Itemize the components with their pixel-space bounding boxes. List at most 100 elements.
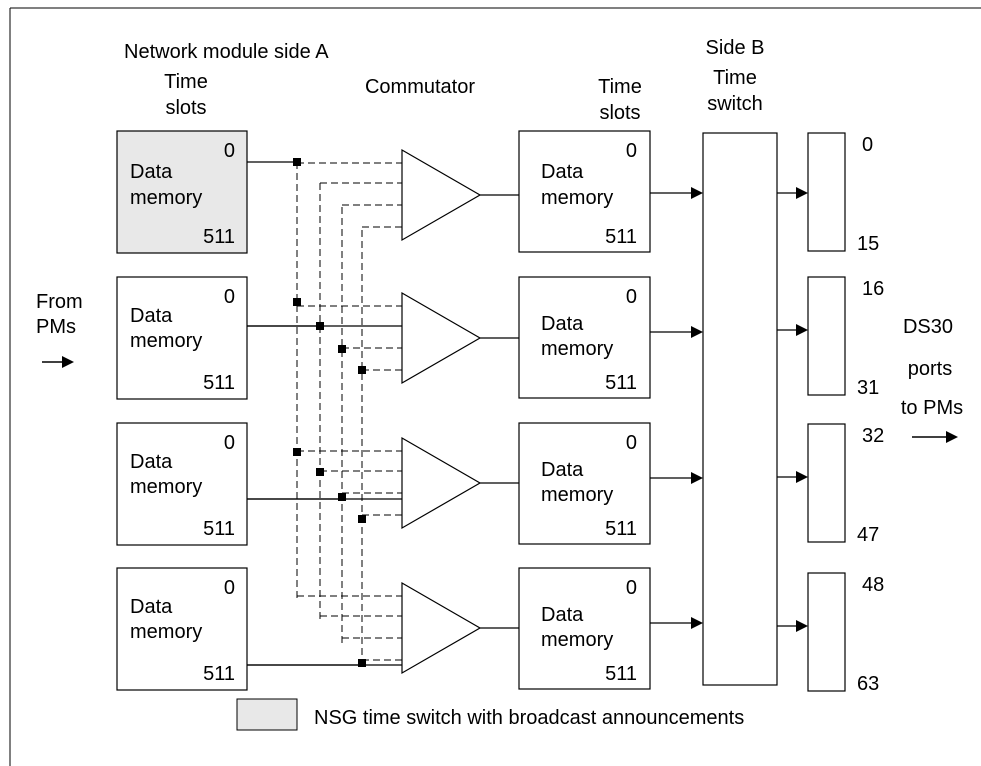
memory-rect (116, 567, 248, 691)
port-rect (807, 572, 846, 692)
slot-first-label: 0 (626, 140, 637, 162)
junction-dot (358, 659, 366, 667)
commutators (401, 148, 519, 675)
junction-dot (358, 366, 366, 374)
commutator-triangle (401, 291, 519, 385)
time-slots-b-label-2: slots (599, 102, 640, 124)
port-last-label: 47 (857, 524, 879, 546)
memory-label-line1: Data (541, 161, 584, 183)
b-output-arrowhead (691, 187, 703, 199)
commutator-triangle (401, 581, 519, 675)
legend-text: NSG time switch with broadcast announcem… (314, 707, 744, 729)
slot-last-label: 511 (203, 663, 235, 685)
slot-last-label: 511 (203, 226, 235, 248)
ds30-port-group: 015 (777, 132, 879, 255)
memory-rect (518, 130, 651, 253)
time-switch-label-2: switch (707, 93, 763, 115)
ds30-port-group: 32 47 (777, 423, 884, 546)
memory-rect (116, 276, 248, 400)
port-first-label: 32 (862, 425, 884, 447)
memory-label-line1: Data (130, 451, 173, 473)
junction-dot (293, 448, 301, 456)
port-last-label: 31 (857, 377, 879, 399)
side-a-memories: 0Datamemory5110Datamemory5110Datamemory5… (116, 130, 248, 691)
slot-first-label: 0 (224, 140, 235, 162)
memory-rect (518, 422, 651, 545)
ds30-label-2: ports (908, 358, 952, 380)
memory-label-line2: memory (541, 338, 613, 360)
memory-label-line1: Data (541, 459, 584, 481)
side-a-title: Network module side A (124, 41, 329, 63)
memory-label-line1: Data (130, 596, 173, 618)
slot-first-label: 0 (224, 577, 235, 599)
memory-label-line2: memory (130, 330, 202, 352)
commutator-shape (401, 581, 482, 675)
memory-rect (116, 422, 248, 546)
memory-label-line2: memory (130, 476, 202, 498)
to-pms-arrow-head (946, 431, 958, 443)
memory-label-line1: Data (130, 305, 173, 327)
junction-dot (358, 515, 366, 523)
switch-to-port-arrowhead (796, 324, 808, 336)
b-output-arrowhead (691, 617, 703, 629)
ds30-label-1: DS30 (903, 316, 953, 338)
port-first-label: 48 (862, 574, 884, 596)
commutator-triangle (401, 436, 519, 530)
from-pms-label-2: PMs (36, 316, 76, 338)
side-b-title: Side B (706, 37, 765, 59)
memory-label-line1: Data (130, 161, 173, 183)
junction-dot (316, 322, 324, 330)
legend-swatch (236, 698, 298, 731)
commutator-label: Commutator (365, 76, 475, 98)
slot-last-label: 511 (605, 372, 637, 394)
b-output-arrowhead (691, 472, 703, 484)
time-slots-a-label-1: Time (164, 71, 208, 93)
ds30-label-3: to PMs (901, 397, 963, 419)
junction-dot (293, 158, 301, 166)
slot-first-label: 0 (626, 286, 637, 308)
memory-label-line2: memory (130, 187, 202, 209)
junction-dot (293, 298, 301, 306)
commutator-shape (401, 148, 482, 242)
commutator-wiring (247, 161, 402, 666)
junction-dots (293, 158, 366, 667)
commutator-triangle (401, 148, 519, 242)
junction-dot (316, 468, 324, 476)
slot-first-label: 0 (224, 432, 235, 454)
memory-label-line1: Data (541, 313, 584, 335)
memory-rect (518, 567, 651, 690)
slot-first-label: 0 (626, 577, 637, 599)
switch-to-port-arrowhead (796, 471, 808, 483)
port-rect (807, 132, 846, 252)
slot-last-label: 511 (605, 663, 637, 685)
memory-label-line2: memory (541, 484, 613, 506)
junction-dot (338, 493, 346, 501)
time-slots-b-label-1: Time (598, 76, 642, 98)
commutator-shape (401, 436, 482, 530)
memory-label-line2: memory (541, 629, 613, 651)
slot-last-label: 511 (203, 372, 235, 394)
port-rect (807, 276, 846, 396)
port-rect (807, 423, 846, 543)
time-switch-label-1: Time (713, 67, 757, 89)
from-pms-arrow-head (62, 356, 74, 368)
port-first-label: 0 (862, 134, 873, 156)
memory-label-line2: memory (130, 621, 202, 643)
slot-first-label: 0 (626, 432, 637, 454)
commutator-shape (401, 291, 482, 385)
slot-first-label: 0 (224, 286, 235, 308)
memory-label-line1: Data (541, 604, 584, 626)
switch-to-port-arrowhead (796, 620, 808, 632)
time-slots-a-label-2: slots (165, 97, 206, 119)
